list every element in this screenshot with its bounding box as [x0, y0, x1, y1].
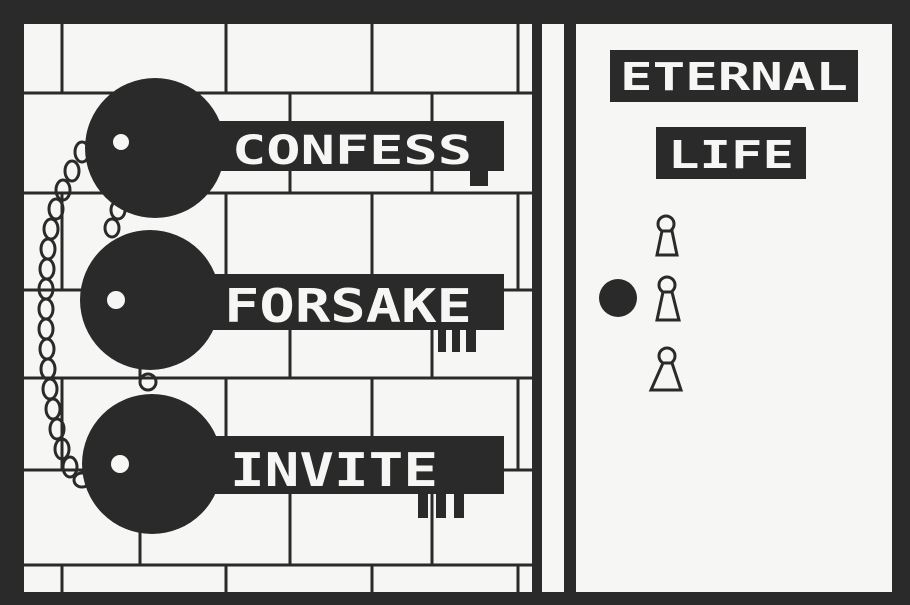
key-label: CONFESS — [232, 128, 472, 174]
key-hole — [113, 134, 129, 150]
door-knob-icon — [599, 279, 637, 317]
key-bow — [82, 394, 222, 534]
key-bit — [454, 490, 464, 518]
key-hole — [111, 455, 129, 473]
door-frame-divider — [532, 24, 542, 592]
key-bow — [85, 78, 225, 218]
door-sign-line1: ETERNAL — [620, 55, 848, 99]
key-label: INVITE — [230, 443, 438, 497]
door-sign-line2: LIFE — [668, 133, 794, 177]
key-bow — [80, 230, 220, 370]
keyhole-icon — [657, 216, 677, 255]
key-bit — [470, 166, 488, 186]
door-frame-strip — [542, 24, 564, 592]
key-hole — [107, 291, 125, 309]
key-label: FORSAKE — [224, 279, 472, 333]
